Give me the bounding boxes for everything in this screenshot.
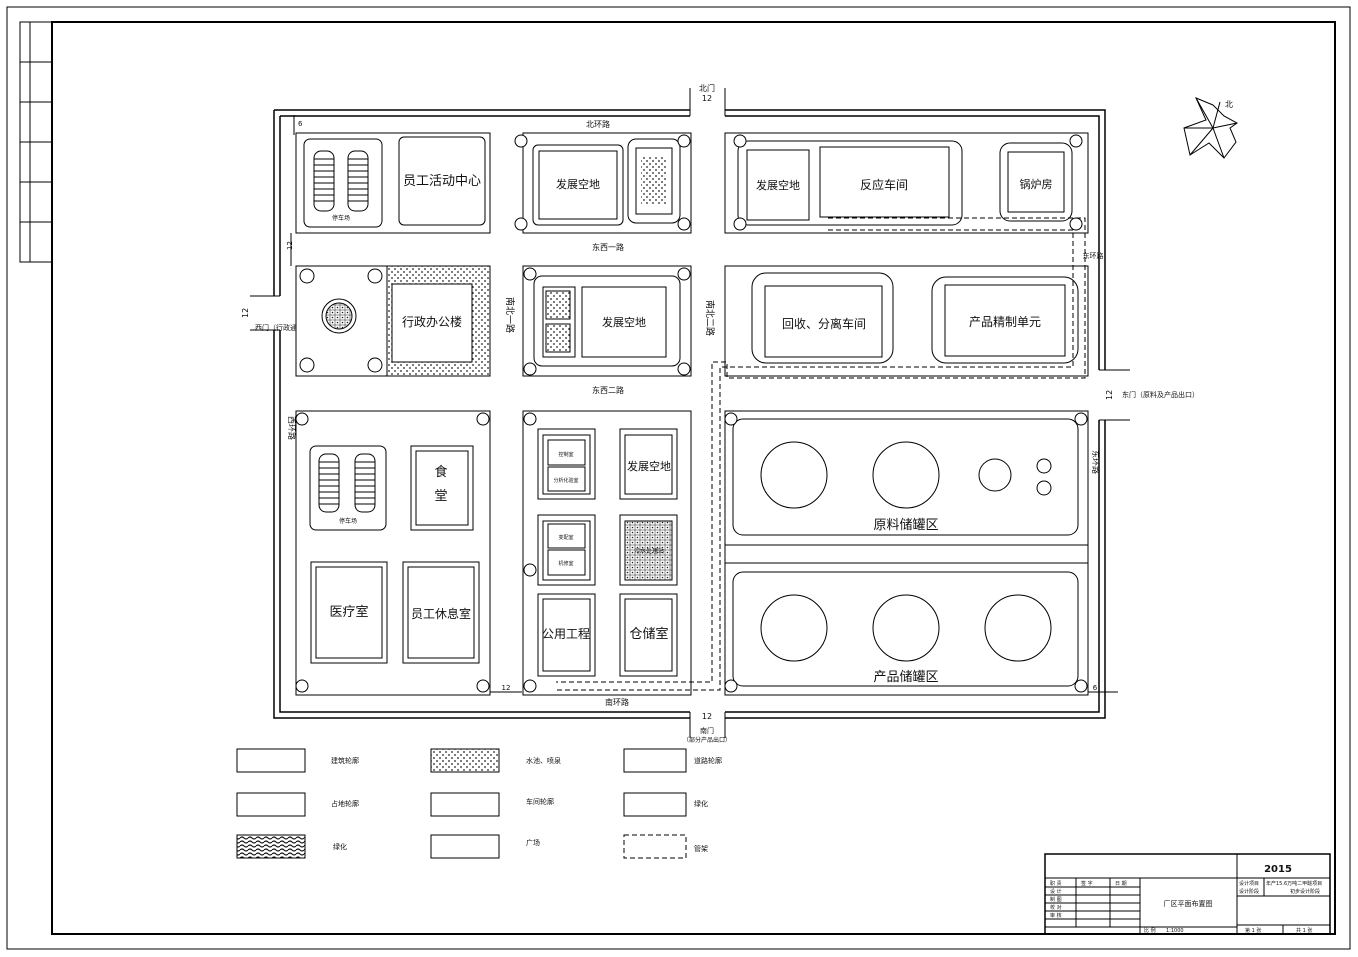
sheet-outer-border [6, 6, 1351, 950]
svg-text:6: 6 [1093, 684, 1098, 692]
dev-land-label-3: 发展空地 [602, 315, 646, 329]
title-stage-value: 初步设计阶段 [1290, 888, 1320, 895]
road-east-ring-b: 东环路 [1091, 450, 1101, 474]
north-gate-dim: 12 [702, 94, 712, 103]
east-gate-label: 东门（原料及产品出口） [1122, 390, 1199, 399]
block-w-south: 停车场 食 堂 医疗室 员工休息室 [295, 410, 491, 696]
legend-road-outline: 道路轮廓 [694, 756, 722, 765]
title-project-value: 年产15.6万吨二甲醚项目 [1266, 880, 1322, 887]
south-gate-note: （部分产品出口） [683, 736, 731, 744]
title-row-draw: 制 图 [1050, 896, 1062, 903]
south-gate-label: 南门 [700, 726, 714, 735]
title-row-check: 校 对 [1050, 904, 1062, 911]
title-row-review: 审 核 [1050, 912, 1062, 919]
tree-symbols [295, 134, 1088, 693]
road-north-ring: 北环路 [586, 119, 610, 129]
title-col-sign: 签 字 [1081, 880, 1093, 887]
title-col-role: 职 责 [1050, 880, 1062, 887]
recovery-workshop-label: 回收、分离车间 [782, 316, 866, 331]
title-scale-value: 1:1000 [1166, 928, 1184, 934]
road-ns-1: 南北一路 [504, 297, 516, 333]
road-ew-2: 东西二路 [592, 385, 624, 395]
svg-text:12: 12 [502, 684, 511, 692]
road-ns-2: 南北二路 [704, 300, 716, 336]
dev-land-label-2: 发展空地 [756, 178, 800, 192]
legend [236, 748, 687, 859]
boiler-room-label: 锅炉房 [1020, 178, 1053, 191]
block-ne: 发展空地 反应车间 锅炉房 [724, 132, 1089, 234]
small-room-label-1: 控制室 [558, 451, 573, 458]
pipe-rack-route [556, 217, 1086, 691]
block-center-south: 控制室 分析化验室 发展空地 变配室 机修室 污水处理站 公用工程 仓储室 [522, 410, 692, 696]
legend-green-hatch: 绿化 [333, 842, 347, 851]
east-gate-dim: 12 [1105, 390, 1114, 400]
block-center-mid: 发展空地 [522, 265, 692, 377]
title-block [1044, 853, 1331, 935]
title-year: 2015 [1264, 864, 1292, 875]
margin-strip [19, 21, 53, 263]
block-e-mid: 回收、分离车间 产品精制单元 [724, 265, 1089, 377]
north-gate-label: 北门 [699, 83, 715, 93]
parking-label-sw: 停车场 [339, 517, 357, 525]
legend-plaza: 广场 [526, 838, 540, 847]
gate-markers [250, 88, 1130, 738]
road-dimension-marks: 6 12 12 6 [286, 115, 1118, 693]
warehouse-label: 仓储室 [629, 626, 668, 642]
road-south-ring: 南环路 [605, 697, 629, 707]
title-stage-label: 设计阶段 [1239, 888, 1259, 895]
legend-greenery: 绿化 [694, 799, 708, 808]
road-west-ring: 西环路 [287, 416, 297, 440]
small-room-label-7: 污水处理站 [634, 547, 664, 555]
south-gate-dim: 12 [702, 712, 712, 721]
title-col-date: 日 期 [1115, 881, 1127, 887]
road-east-ring-a: 东环路 [1083, 251, 1104, 260]
site-boundary-wall [273, 109, 1106, 719]
legend-pipe-rack: 管架 [694, 844, 708, 853]
block-nw: 停车场 员工活动中心 [295, 132, 491, 234]
svg-text:12: 12 [286, 241, 294, 250]
title-project-label: 设计项目 [1239, 880, 1259, 887]
title-total: 共 1 张 [1296, 927, 1312, 934]
reaction-workshop-label: 反应车间 [860, 177, 908, 192]
title-drawing-name: 厂区平面布置图 [1164, 899, 1213, 908]
north-label: 北 [1225, 100, 1233, 109]
clinic-label: 医疗室 [329, 604, 368, 620]
raw-tank-area-label: 原料储罐区 [873, 518, 938, 533]
small-room-label-2: 分析化验室 [553, 477, 578, 484]
dev-land-label-4: 发展空地 [627, 459, 671, 473]
title-sheet: 第 1 张 [1245, 927, 1261, 934]
svg-text:6: 6 [298, 120, 303, 128]
parking-label-nw: 停车场 [332, 214, 350, 222]
staff-rest-label: 员工休息室 [411, 606, 471, 621]
legend-footprint-outline: 占地轮廓 [331, 799, 359, 808]
title-row-design: 设 计 [1050, 888, 1062, 895]
title-scale-label: 比 例 [1144, 927, 1156, 934]
block-tank-farm: 原料储罐区 产品储罐区 [724, 410, 1089, 696]
small-room-label-4: 机修室 [558, 560, 573, 567]
west-gate-dim: 12 [241, 308, 250, 318]
legend-vehicle-outline: 车间轮廓 [526, 797, 554, 806]
legend-building-outline: 建筑轮廓 [331, 756, 359, 765]
canteen-label-2: 堂 [434, 489, 447, 504]
road-ew-1: 东西一路 [592, 242, 624, 252]
block-n-center: 发展空地 [522, 132, 692, 234]
utilities-label: 公用工程 [542, 626, 590, 641]
admin-building-label: 行政办公楼 [402, 314, 462, 329]
west-gate-label: 西门（行政通关人口） [255, 323, 325, 332]
north-arrow-icon [1183, 97, 1238, 159]
dev-land-label-1: 发展空地 [556, 177, 600, 191]
block-admin: 行政办公楼 [295, 265, 491, 377]
sheet-inner-border [51, 21, 1336, 935]
small-room-label-3: 变配室 [558, 534, 573, 541]
canteen-label-1: 食 [434, 464, 447, 480]
product-tank-area-label: 产品储罐区 [873, 670, 938, 685]
legend-water-fountain: 水池、喷泉 [526, 756, 561, 765]
activity-center-label: 员工活动中心 [403, 174, 481, 189]
product-refining-label: 产品精制单元 [969, 315, 1041, 329]
